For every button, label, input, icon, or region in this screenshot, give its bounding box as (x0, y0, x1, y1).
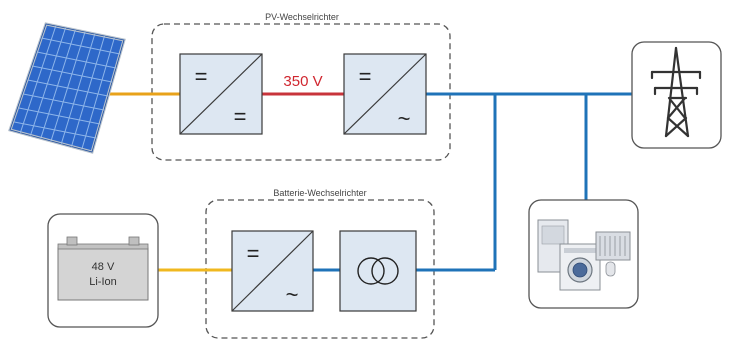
battery-inverter-dc-symbol: = (247, 241, 260, 266)
appliances-icon (537, 219, 631, 291)
household-loads (528, 199, 639, 309)
battery-inverter-title: Batterie-Wechselrichter (273, 188, 366, 198)
power-pylon-icon (650, 46, 702, 138)
battery-body (57, 247, 149, 301)
pv-dc-ac-inverter: = ~ (343, 53, 427, 135)
battery-dc-ac-inverter: = ~ (231, 230, 314, 312)
pv-inverter-ac-symbol: ~ (398, 106, 411, 131)
battery-terminal-right (128, 236, 140, 246)
light-bulb (605, 261, 616, 277)
pv-inverter-title: PV-Wechselrichter (265, 12, 339, 22)
dc-dc-output-symbol: = (234, 104, 247, 129)
transformer (339, 230, 417, 312)
pv-inverter-group (151, 23, 451, 161)
battery-terminal-left (66, 236, 78, 246)
battery-chemistry: Li-Ion (89, 276, 117, 288)
battery-module: 48 V Li-Ion (47, 213, 159, 328)
heat-pump (595, 231, 631, 261)
dc-link-voltage: 350 V (283, 73, 322, 90)
power-grid (631, 41, 722, 149)
dc-dc-input-symbol: = (195, 64, 208, 89)
dc-dc-converter: = = (179, 53, 263, 135)
battery-voltage: 48 V (92, 261, 115, 273)
pv-inverter-dc-symbol: = (359, 64, 372, 89)
battery-inverter-ac-symbol: ~ (286, 282, 299, 307)
solar-panel (8, 22, 126, 154)
